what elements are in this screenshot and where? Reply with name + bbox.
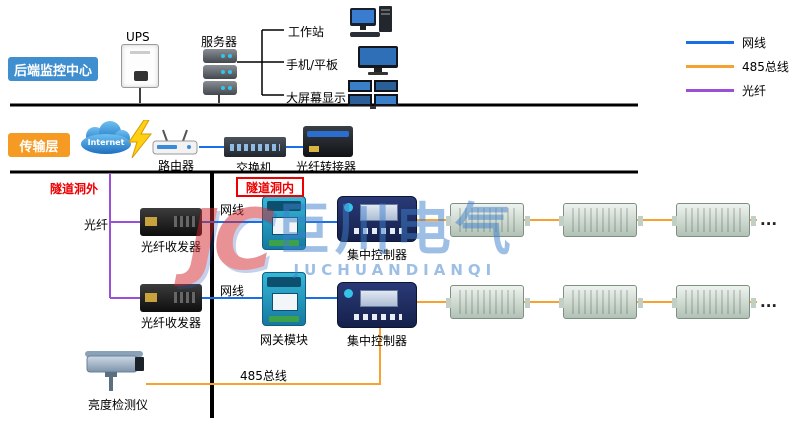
brightness-detector-label: 亮度检测仪 (87, 398, 148, 412)
485-bus-label: 485总线 (240, 369, 287, 383)
legend: 网线 485总线 光纤 (686, 30, 789, 102)
central-controller-device (337, 196, 417, 242)
central-controller-label: 集中控制器 (346, 248, 407, 262)
phone-tablet-label: 手机/平板 (286, 58, 339, 72)
fiber-line-swatch (686, 88, 734, 92)
video-wall-icon (346, 78, 400, 114)
central-controller-label: 集中控制器 (346, 334, 407, 348)
workstation-icon (348, 4, 398, 46)
fiber-adapter-device (303, 126, 353, 157)
led-driver-box (672, 285, 750, 319)
fiber-transceiver-device (140, 208, 202, 236)
network-cable-line-swatch (686, 40, 734, 44)
led-driver-box (559, 203, 637, 237)
server-device (203, 49, 237, 95)
internet-label: Internet (88, 138, 125, 147)
485-bus-line-swatch (686, 64, 734, 68)
central-controller-device (337, 282, 417, 328)
switch-device (224, 137, 286, 157)
led-driver-box (672, 203, 750, 237)
fiber-transceiver-device (140, 284, 202, 312)
tunnel-outside-label: 隧道洞外 (50, 182, 99, 196)
network-cable-label: 网线 (220, 284, 245, 298)
row2-ellipsis: ... (760, 293, 778, 311)
gateway-module-device (262, 272, 306, 326)
fiber-transceiver-label: 光纤收发器 (140, 240, 201, 254)
ups-label: UPS (126, 30, 150, 44)
ups-device (121, 44, 159, 88)
legend-label: 485总线 (742, 59, 789, 74)
gateway-module-device (262, 196, 306, 250)
server-label: 服务器 (201, 35, 238, 49)
internet-cloud-icon: Internet (80, 121, 132, 159)
router-label: 路由器 (158, 159, 195, 173)
row1-ellipsis: ... (760, 211, 778, 229)
fiber-label: 光纤 (84, 218, 109, 232)
switch-label: 交换机 (236, 161, 273, 175)
brightness-detector-icon (81, 346, 155, 398)
legend-label: 网线 (742, 35, 767, 50)
big-screen-label: 大屏幕显示 (286, 91, 347, 105)
legend-item-network-cable: 网线 (686, 30, 789, 54)
legend-label: 光纤 (742, 83, 767, 98)
transport-layer-tag: 传输层 (8, 133, 70, 157)
tunnel-inside-label: 隧道洞内 (236, 177, 304, 197)
led-driver-box (446, 203, 524, 237)
network-cable-label: 网线 (220, 203, 245, 217)
led-driver-box (446, 285, 524, 319)
workstation-label: 工作站 (288, 25, 325, 39)
led-driver-box (559, 285, 637, 319)
legend-item-485-bus: 485总线 (686, 54, 789, 78)
gateway-module-label: 网关模块 (259, 333, 308, 347)
router-icon (151, 128, 199, 162)
bus-camera (146, 328, 381, 385)
fiber-transceiver-label: 光纤收发器 (140, 316, 201, 330)
fiber-adapter-label: 光纤转接器 (296, 160, 357, 174)
lightning-icon (127, 119, 153, 164)
backend-center-tag: 后端监控中心 (8, 57, 98, 81)
legend-item-fiber: 光纤 (686, 78, 789, 102)
monitor-icon (356, 44, 400, 80)
